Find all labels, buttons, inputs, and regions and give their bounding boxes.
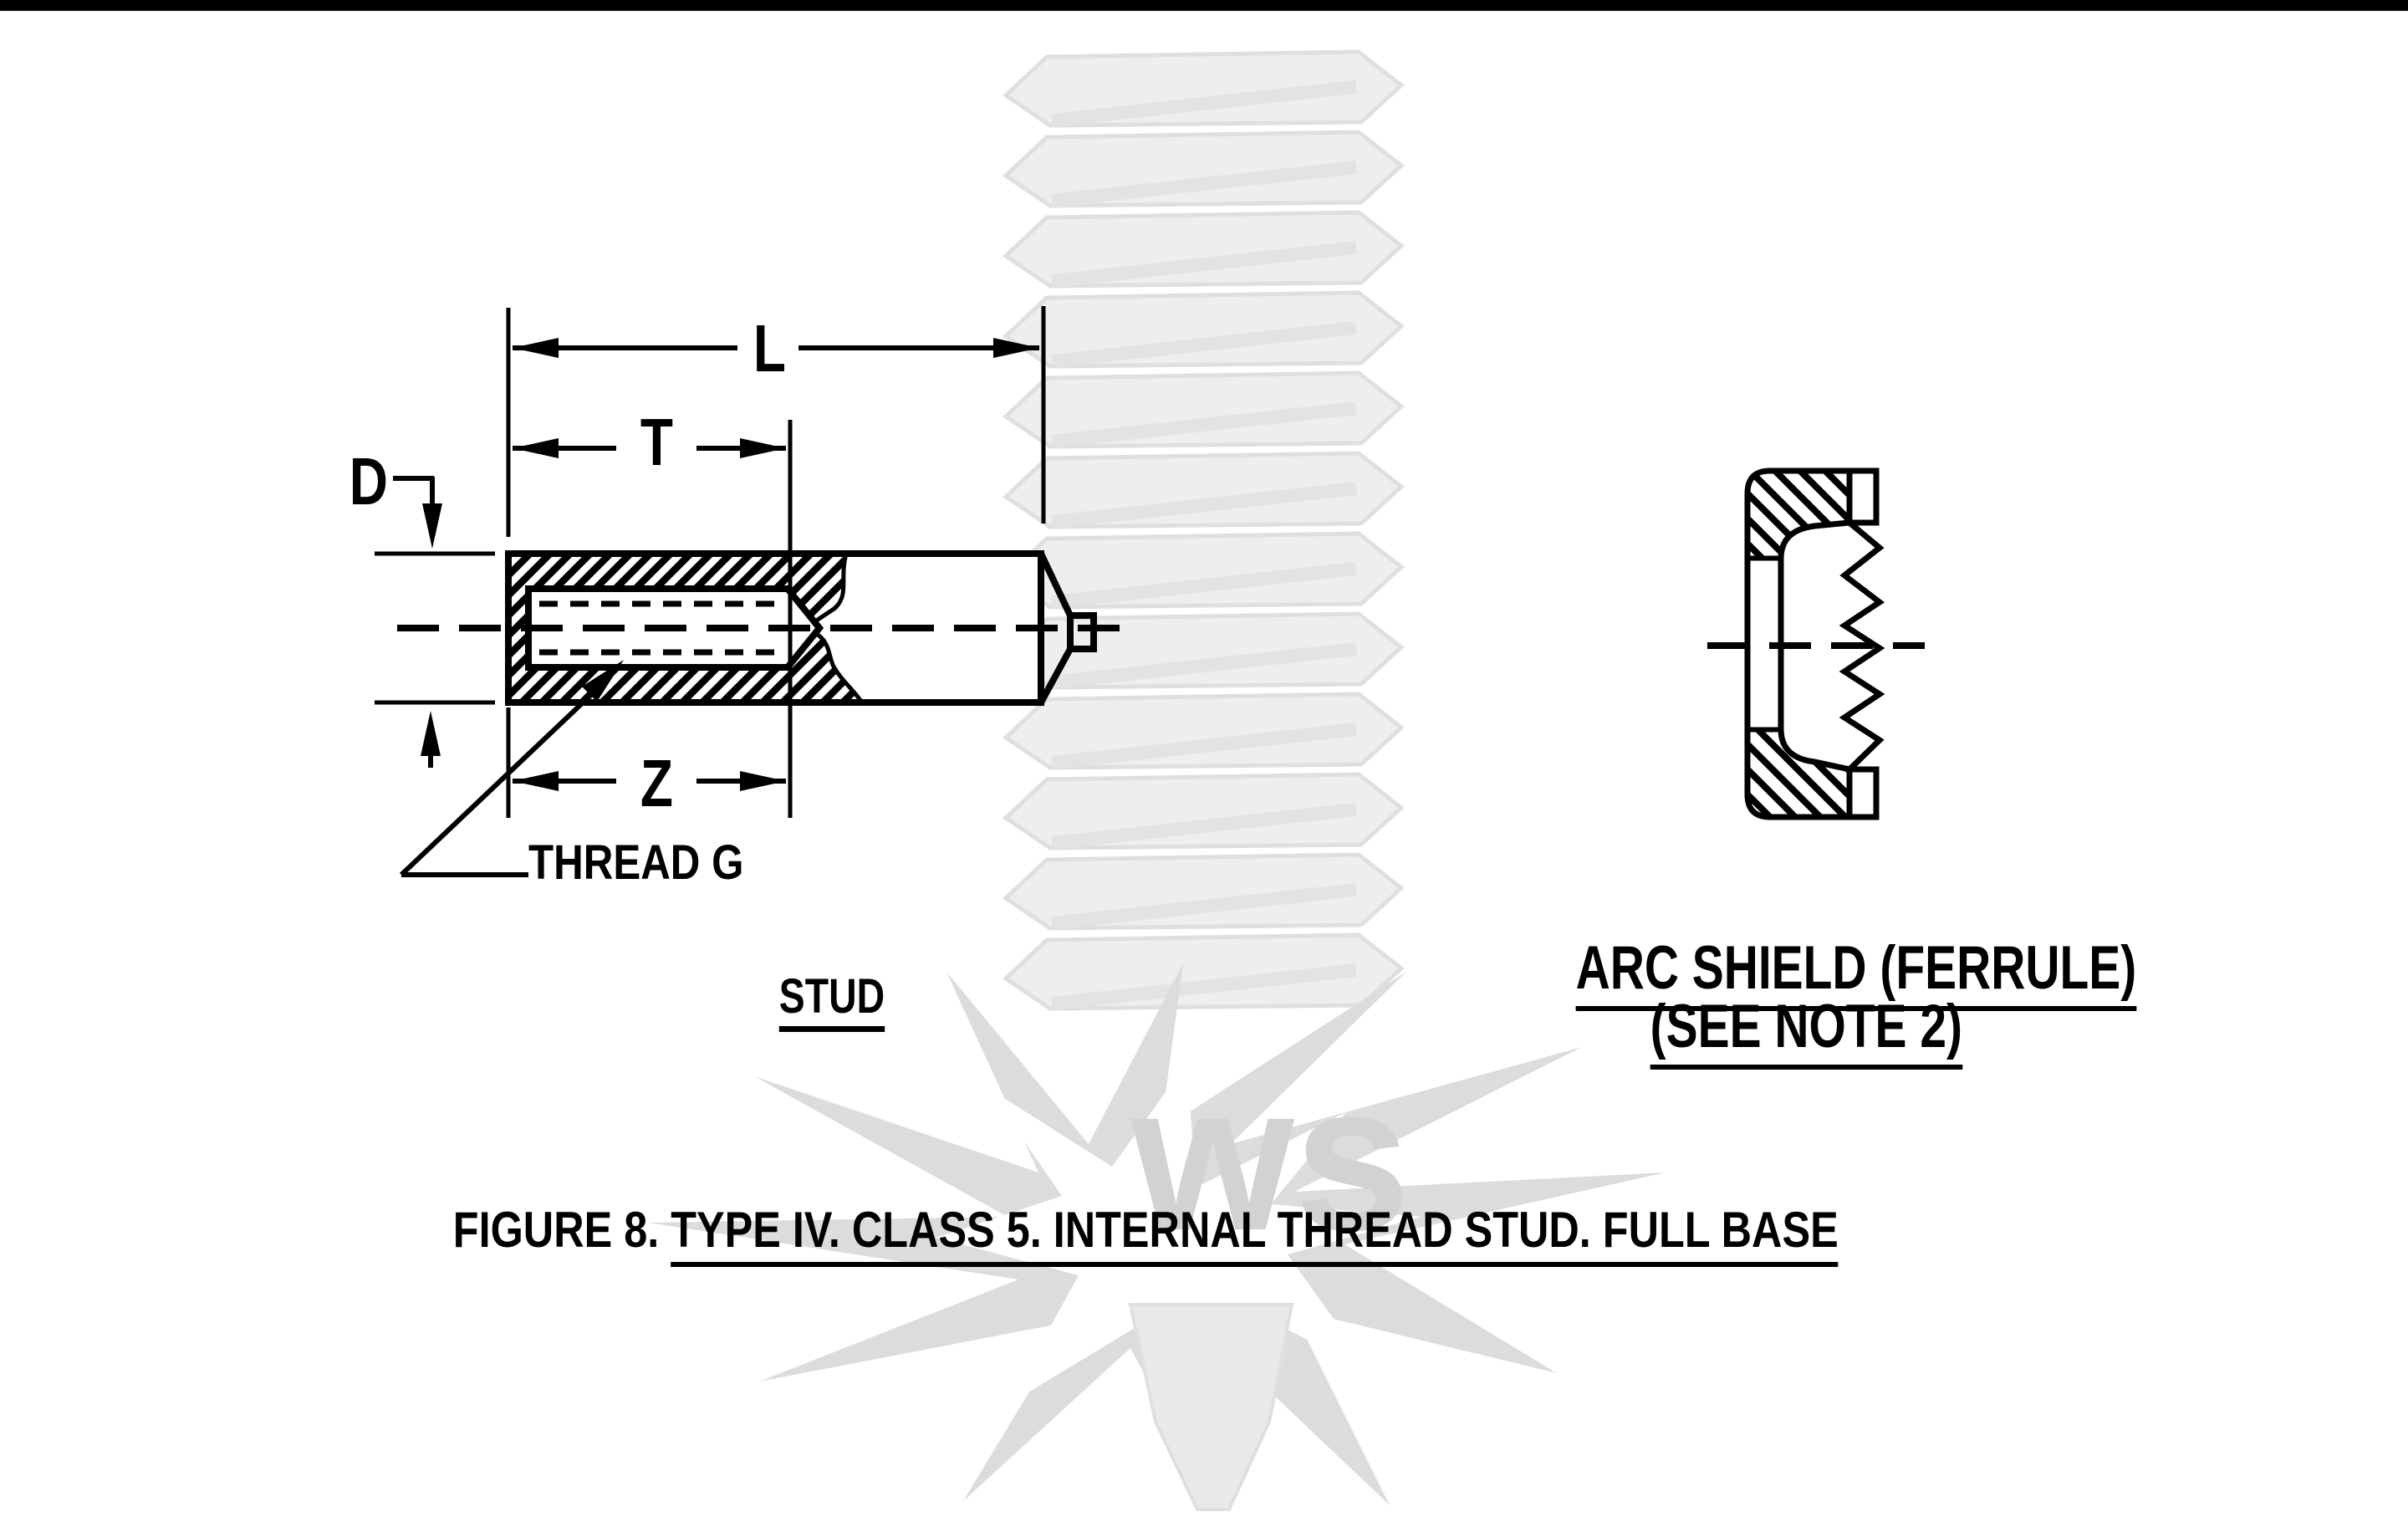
dim-label-D-text: D [349,444,389,518]
ferrule-top-hatch [1744,467,1853,562]
leader-D [393,476,435,507]
stud-weld-tip [1067,612,1097,652]
ferrule-title-text: ARC SHIELD (FERRULE) [1575,934,2137,1011]
ferrule-subtitle-text: (SEE NOTE 2) [1650,993,1962,1070]
figure-caption: FIGURE 8. TYPE IV. CLASS 5. INTERNAL THR… [284,1202,2007,1267]
stud-section-hatch [508,554,862,702]
ferrule-title: ARC SHIELD (FERRULE) [1497,934,2137,1011]
arrow-Z-right [740,771,786,791]
ferrule-subtitle: (SEE NOTE 2) [1497,993,2115,1070]
figure-caption-underlined: TYPE IV. CLASS 5. INTERNAL THREAD STUD. … [671,1202,1839,1267]
dim-label-L-text: L [752,311,786,386]
section-break-line [800,553,865,704]
dim-label-D: D [323,448,415,515]
ferrule-left-wall [1747,559,1781,729]
thread-callout-text: THREAD G [528,835,744,890]
figure-caption-text: FIGURE 8. TYPE IV. CLASS 5. INTERNAL THR… [452,1202,1839,1267]
ferrule-bottom-right-block [1846,766,1880,820]
stud-tip-chamfer [1038,552,1074,704]
ferrule-drawing [1707,467,1925,820]
dim-label-T: T [581,409,732,476]
dim-label-Z: Z [581,750,732,817]
dim-label-Z-text: Z [640,746,673,820]
arrow-D-up [421,711,441,756]
arrow-T-right [740,438,786,458]
arrow-Z-left [513,771,559,791]
watermark-starburst-inner [936,1062,1421,1434]
arrow-T-left [513,438,559,458]
watermark-stud-tip [1128,1303,1294,1511]
dim-label-L: L [694,315,844,382]
arrow-D-down [422,503,442,549]
arrow-L-left [513,338,559,358]
thread-callout: THREAD G [528,839,782,887]
leader-thread-g [399,688,598,877]
watermark-logo: ws [1130,1040,1411,1274]
ferrule-bottom-hatch [1744,726,1853,820]
ferrule-serration [1839,520,1885,772]
extension-lines [375,306,1046,818]
internal-thread-dashed-lines [539,600,778,656]
thread-band-shading [1051,80,1357,1010]
dim-label-T-text: T [640,405,673,479]
stud-view-label-text: STUD [778,969,885,1032]
dimension-linework [375,306,1046,877]
arrowheads [421,338,1039,791]
figure-caption-prefix: FIGURE 8. [452,1202,671,1258]
stud-drawing [397,550,1120,706]
ferrule-top-right-block [1846,467,1880,526]
top-bar [0,0,2408,11]
ferrule-wall-division-lines [1747,556,1781,732]
arrow-thread-g [582,660,624,702]
stud-view-label: STUD [694,969,970,1032]
arrow-L-right [993,338,1039,358]
